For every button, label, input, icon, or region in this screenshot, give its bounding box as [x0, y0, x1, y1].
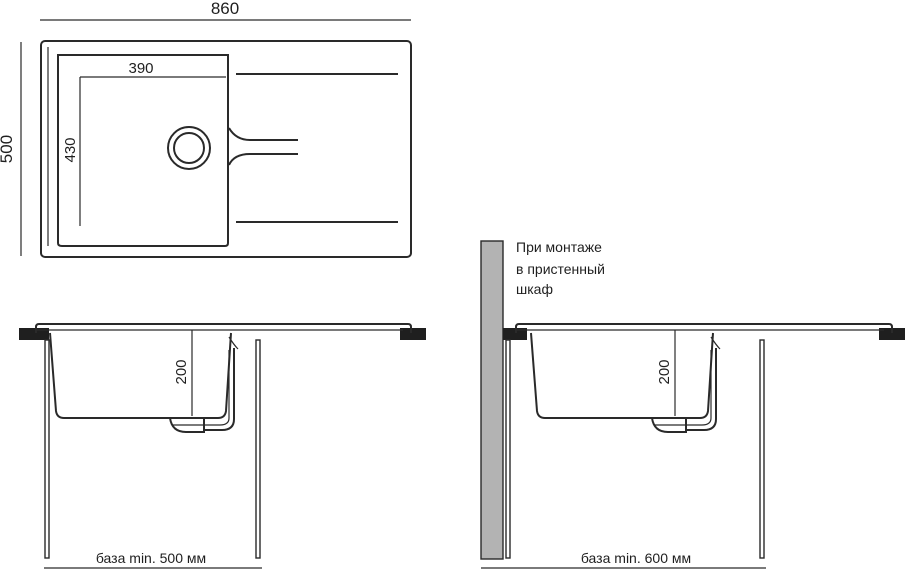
sink-outline: [40, 40, 412, 258]
drain-fitting-right: [651, 417, 687, 433]
bowl-profile: [49, 332, 232, 419]
drain-inner-icon: [173, 132, 205, 164]
side-section-right: При монтаже в пристенный шкаф 200 база m…: [480, 239, 905, 569]
sink-rim-right: [515, 323, 893, 333]
overflow-fitting-right: [710, 336, 721, 350]
countertop-left-block-right: [503, 328, 527, 340]
siphon-pipe: [205, 348, 235, 431]
cabinet-wall-right: [255, 339, 261, 559]
siphon-pipe-right: [687, 348, 717, 431]
top-view: 860 500 390 430: [0, 0, 412, 258]
cabinet-wall-right-right: [759, 339, 765, 559]
drain-fitting: [169, 417, 205, 433]
wall-panel: [480, 240, 504, 560]
overflow-channel-lower: [228, 153, 298, 166]
overall-depth-label: 500: [0, 135, 16, 163]
base-caption-right: база min. 600 мм: [581, 550, 691, 566]
countertop-left-block: [19, 328, 49, 340]
cabinet-wall-left-right: [505, 339, 511, 559]
bowl-outline: [57, 54, 229, 247]
note-line-2: в пристенный: [516, 261, 605, 277]
countertop-right-block: [400, 328, 426, 340]
drain-outer-icon: [167, 126, 211, 170]
note-line-1: При монтаже: [516, 239, 602, 255]
overall-width-label: 860: [211, 0, 239, 18]
bowl-width-label: 390: [128, 60, 153, 77]
note-line-3: шкаф: [516, 281, 553, 297]
bowl-length-label: 430: [62, 137, 79, 162]
siphon-pipe-inner: [205, 350, 230, 426]
bowl-depth-label-right: 200: [656, 359, 673, 384]
bowl-profile-right: [530, 332, 714, 419]
siphon-pipe-inner-right: [687, 350, 712, 426]
side-section-left: 200 база min. 500 мм: [19, 323, 426, 569]
bowl-depth-label-left: 200: [173, 359, 190, 384]
sink-rim: [35, 323, 412, 333]
overflow-channel-upper: [228, 127, 298, 141]
cabinet-wall-left: [44, 339, 50, 559]
countertop-right-block-right: [879, 328, 905, 340]
overflow-fitting: [228, 336, 239, 350]
base-caption-left: база min. 500 мм: [96, 550, 206, 566]
